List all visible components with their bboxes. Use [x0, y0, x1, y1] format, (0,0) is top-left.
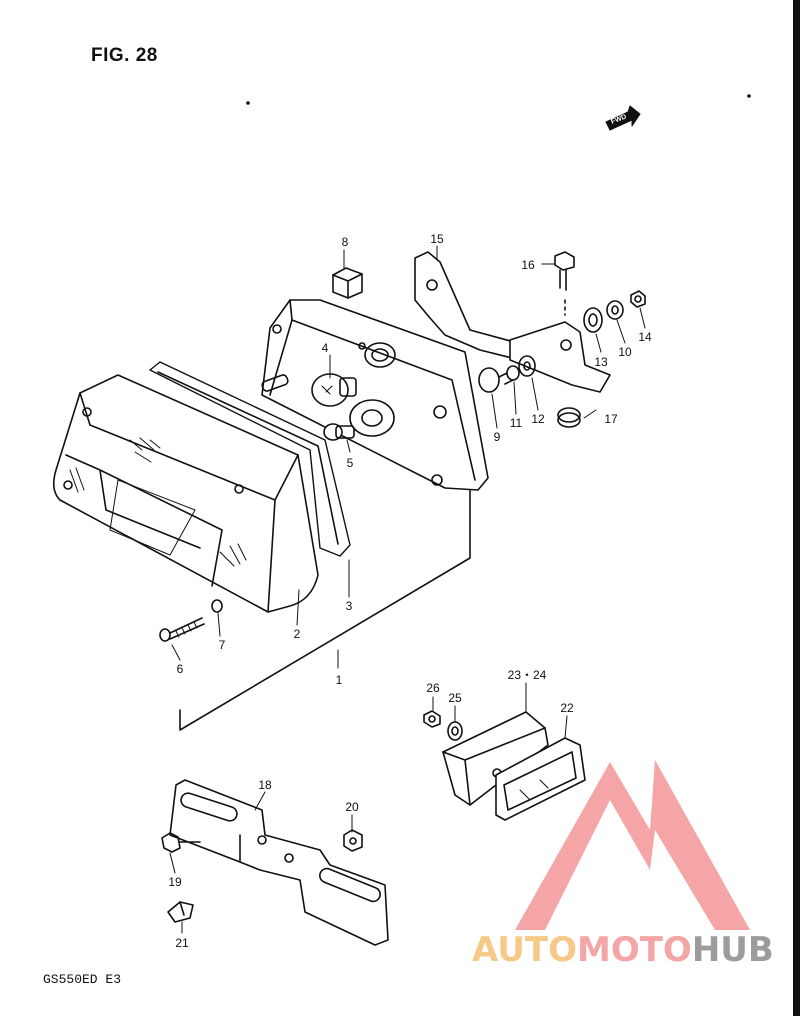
- model-code: GS550ED E3: [43, 972, 122, 987]
- part-plate-12: [509, 321, 611, 393]
- part-washer-9: [478, 367, 500, 393]
- part-nut-11: [498, 355, 536, 385]
- callout-7: 7: [219, 638, 226, 652]
- callout-14: 14: [638, 330, 652, 344]
- callout-26: 26: [426, 681, 440, 695]
- callout-16: 16: [521, 258, 535, 272]
- callout-18: 18: [258, 778, 272, 792]
- part-bulb-5: [323, 423, 355, 441]
- part-bolt-19: [161, 832, 201, 853]
- watermark-text: AUTOMOTOHUB: [472, 930, 774, 970]
- callout-10: 10: [618, 345, 632, 359]
- callout-25: 25: [448, 691, 462, 705]
- watermark-part-3: HUB: [691, 930, 774, 970]
- part-grommet-17: [557, 407, 581, 428]
- callout-2: 2: [294, 627, 301, 641]
- figure-title: FIG. 28: [91, 45, 158, 66]
- callout-19: 19: [168, 875, 182, 889]
- part-plate-bracket-18: [169, 779, 389, 946]
- callout-4: 4: [322, 341, 329, 355]
- assembly-bracket-line: [179, 489, 471, 731]
- scan-edge-border: [793, 0, 800, 1016]
- callout-21: 21: [175, 936, 189, 950]
- callout-15: 15: [430, 232, 444, 246]
- part-washer-7: [211, 599, 223, 613]
- part-washer-10: [606, 300, 624, 320]
- part-nut-14: [630, 290, 646, 308]
- callout-6: 6: [177, 662, 184, 676]
- part-nut-20: [343, 829, 363, 852]
- callout-labels: 1 2 3 4 5 6 7 8 9 10 11 12 13 14 15 16 1…: [168, 232, 652, 950]
- callout-12: 12: [531, 412, 545, 426]
- callout-8: 8: [342, 235, 349, 249]
- callout-5: 5: [347, 456, 354, 470]
- part-bolt-16: [554, 251, 575, 316]
- part-cushion-21: [167, 901, 194, 923]
- part-lens: [52, 374, 319, 613]
- watermark-logo: [515, 760, 750, 930]
- part-screw-6: [159, 617, 205, 642]
- callout-22: 22: [560, 701, 574, 715]
- part-gasket: [149, 361, 351, 557]
- callout-17: 17: [604, 412, 618, 426]
- part-washer-25: [447, 721, 463, 741]
- callout-20: 20: [345, 800, 359, 814]
- callout-9: 9: [494, 430, 501, 444]
- part-housing: [261, 299, 489, 491]
- callout-3: 3: [346, 599, 353, 613]
- part-washer-13: [583, 307, 603, 333]
- watermark-part-1: AUTO: [472, 930, 577, 970]
- watermark-part-2: MOTO: [576, 930, 692, 970]
- fwd-arrow-icon: FWD: [605, 105, 641, 131]
- leader-lines: [169, 245, 646, 934]
- callout-13: 13: [594, 355, 608, 369]
- callout-11: 11: [510, 416, 523, 430]
- part-nut-26: [423, 710, 441, 728]
- callout-23-24: 23・24: [508, 668, 547, 682]
- part-connector-8: [332, 267, 363, 299]
- callout-1: 1: [336, 673, 343, 687]
